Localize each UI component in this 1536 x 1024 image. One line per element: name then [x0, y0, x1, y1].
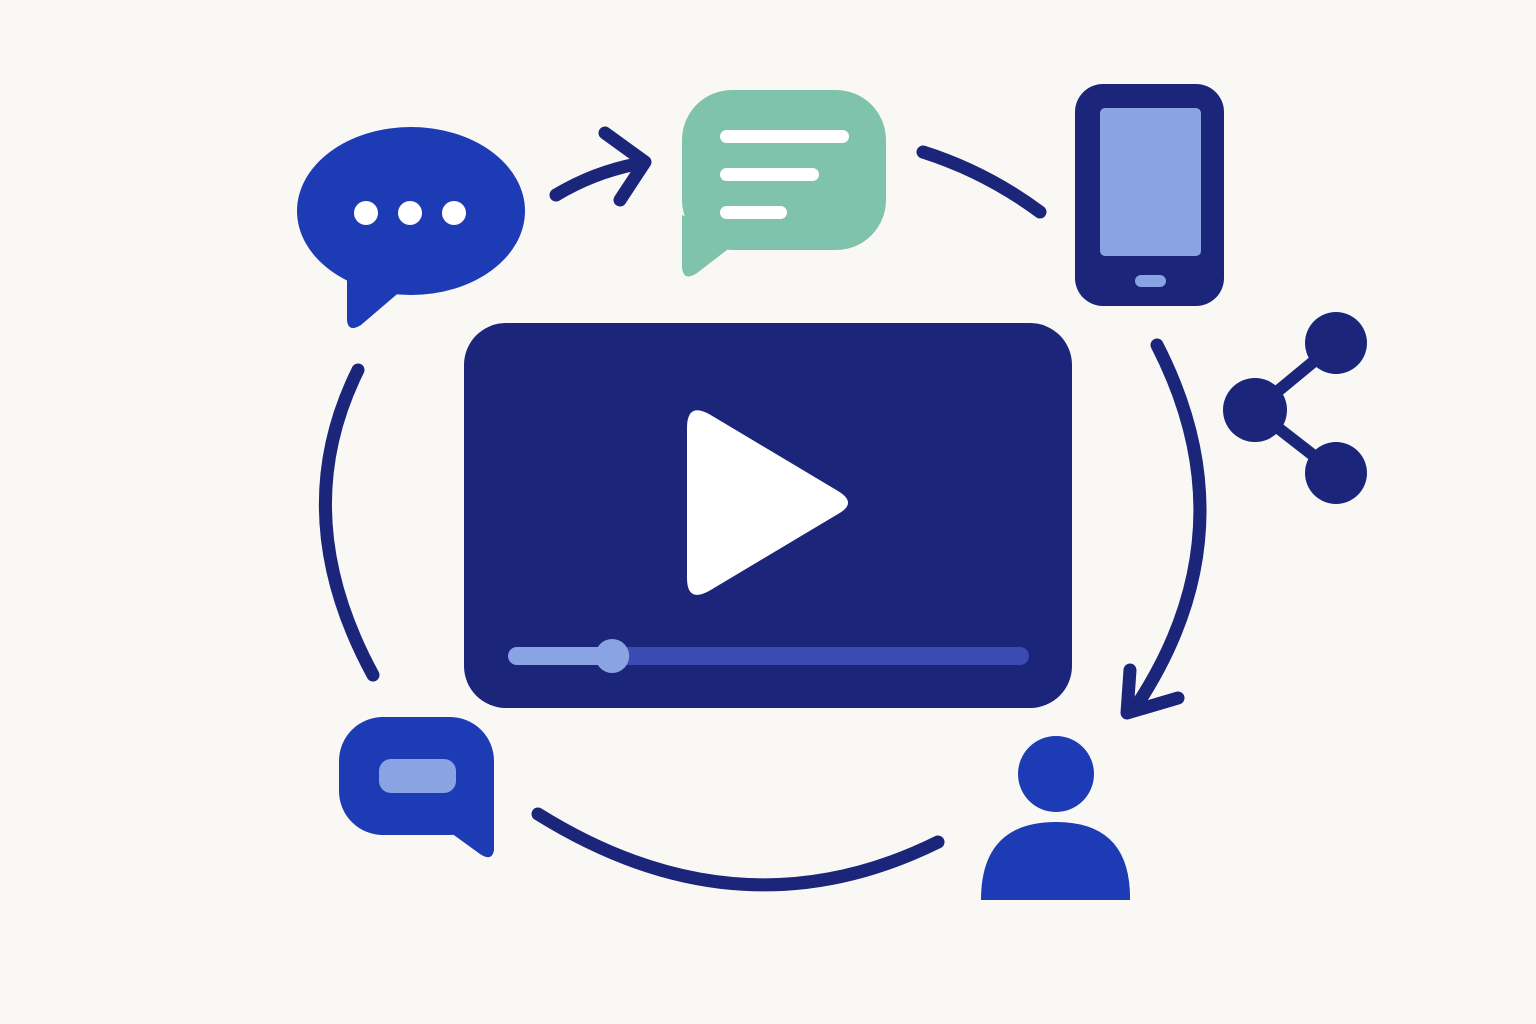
chat-bubble-tail [347, 272, 410, 329]
cycle-arrows [318, 126, 1207, 892]
comment-bubble-tail [440, 790, 494, 858]
progress-bar[interactable] [508, 639, 1029, 673]
user-head [1018, 736, 1094, 812]
share-node-center [1223, 378, 1287, 442]
user-icon [981, 736, 1131, 900]
chat-dot-3 [442, 201, 466, 225]
chat-dot-1 [354, 201, 378, 225]
video-player [464, 323, 1072, 708]
share-node-top [1305, 312, 1367, 374]
comment-bubble-icon [339, 717, 494, 858]
arrowhead-phone-to-user [1120, 663, 1185, 720]
arrowhead-chat-to-message [598, 126, 652, 207]
user-body [981, 822, 1131, 900]
arrow-chat-to-message [549, 156, 649, 202]
message-line-2 [720, 168, 819, 181]
arc-message-to-phone [916, 145, 1047, 219]
progress-scrubber-handle[interactable] [595, 639, 630, 673]
arc-user-to-comment [531, 807, 945, 892]
arc-comment-to-chat [318, 363, 380, 682]
message-line-3 [720, 206, 787, 219]
message-line-1 [720, 130, 849, 143]
message-bubble-tail [682, 215, 740, 277]
arc-phone-to-user [1130, 338, 1207, 712]
progress-track[interactable] [508, 647, 1029, 665]
play-icon[interactable] [687, 410, 848, 595]
phone-home-button [1135, 275, 1166, 287]
message-lines-icon [682, 90, 886, 277]
share-icon [1223, 312, 1367, 504]
share-node-bottom [1305, 442, 1367, 504]
progress-fill [508, 647, 613, 665]
comment-bubble-inner [379, 759, 456, 793]
chat-bubble-dots-icon [297, 127, 525, 329]
smartphone-icon [1075, 84, 1224, 306]
chat-dot-2 [398, 201, 422, 225]
phone-screen [1100, 108, 1201, 256]
